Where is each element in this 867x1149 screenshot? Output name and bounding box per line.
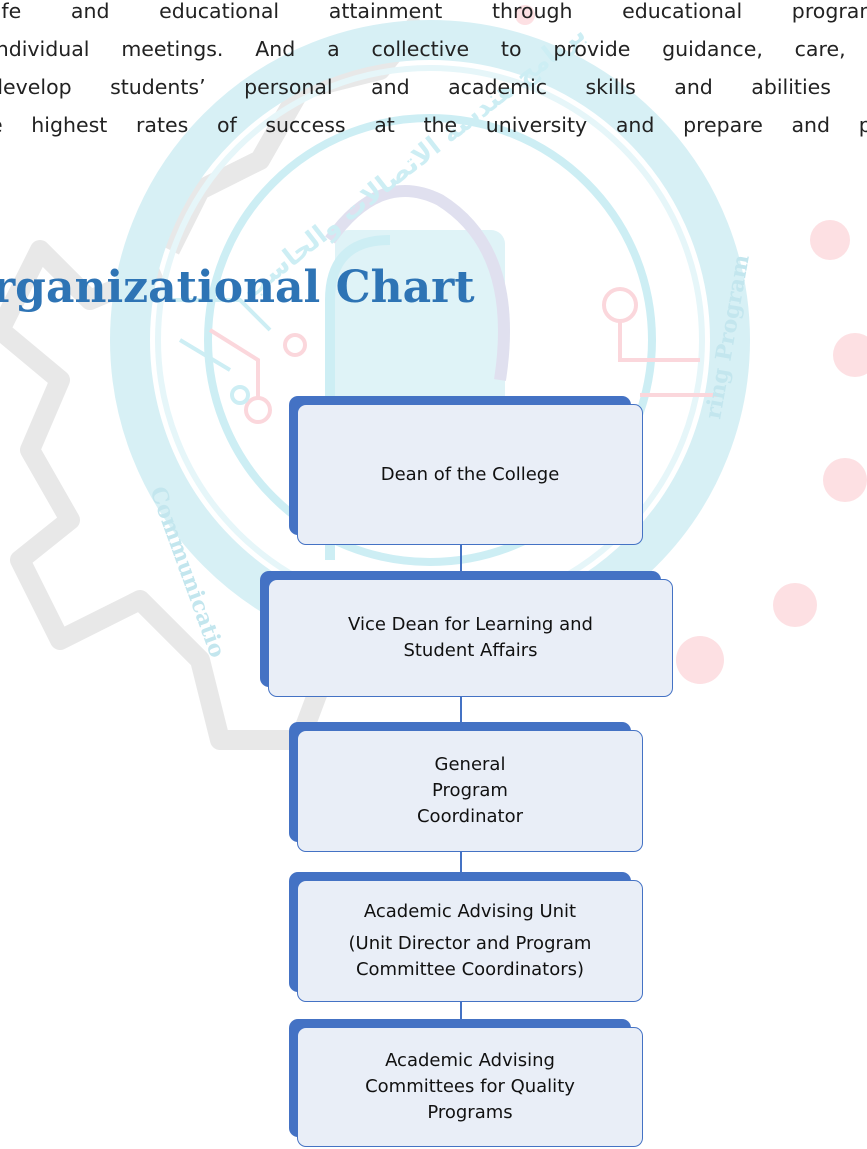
section-heading: rganizational Chart [0,262,475,313]
org-node-advising-unit-panel: Academic Advising Unit (Unit Director an… [297,880,643,1002]
org-node-dean: Dean of the College [289,396,643,545]
org-node-title: Academic Advising Committees for Quality… [365,1050,575,1123]
org-node-vice-dean: Vice Dean for Learning and Student Affai… [260,571,673,697]
org-node-dean-panel: Dean of the College [297,404,643,545]
org-node-title: Academic Advising Unit [363,901,577,922]
intro-paragraph: life and educational attainment through … [0,0,867,144]
decorative-dots [515,5,867,684]
connector-line [460,695,462,727]
org-node-title: Vice Dean for Learning and Student Affai… [348,614,593,661]
org-node-advising-unit: Academic Advising Unit (Unit Director an… [289,872,643,1002]
org-node-advising-committees: Academic Advising Committees for Quality… [289,1019,643,1147]
intro-line: life and educational attainment through … [0,0,867,23]
org-node-general-coordinator-panel: General Program Coordinator [297,730,643,852]
intro-line: develop students’ personal and academic … [0,75,867,99]
intro-line: e highest rates of success at the univer… [0,113,867,137]
connector-line [460,543,462,581]
connector-line [460,1000,462,1028]
intro-line: individual meetings. And a collective to… [0,37,867,61]
org-node-title: General Program Coordinator [416,754,523,827]
org-node-subtitle: (Unit Director and Program Committee Coo… [348,933,592,980]
org-node-vice-dean-panel: Vice Dean for Learning and Student Affai… [268,579,673,697]
org-node-general-coordinator: General Program Coordinator [289,722,643,852]
org-node-advising-committees-panel: Academic Advising Committees for Quality… [297,1027,643,1147]
connector-line [460,850,462,892]
org-node-title: Dean of the College [380,463,560,485]
